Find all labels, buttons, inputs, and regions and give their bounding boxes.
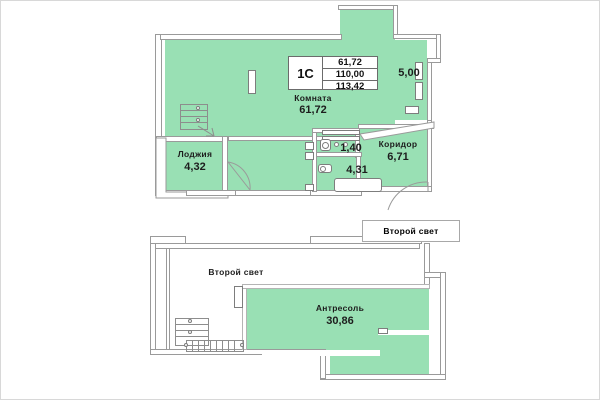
room-area-lodzhiya: 4,32 bbox=[184, 161, 206, 173]
wall-lower-left bbox=[150, 243, 156, 355]
wall-lodzhiya-bottom bbox=[186, 190, 236, 196]
fixture-bathtub bbox=[334, 178, 382, 192]
second-light-label-left: Второй свет bbox=[208, 267, 264, 277]
wall-right-notch bbox=[427, 58, 441, 63]
fixture-unit-5-00 bbox=[405, 106, 419, 114]
antresol-notch-right bbox=[378, 330, 430, 335]
fixture-cabinet-b bbox=[305, 152, 314, 160]
fixture-window-5-00 bbox=[415, 62, 423, 80]
wall-corridor-angled bbox=[359, 121, 435, 141]
fixture-wall-niche-komnata bbox=[248, 70, 256, 94]
room-area-antresol: 30,86 bbox=[326, 315, 354, 327]
stair-direction-arrow bbox=[197, 125, 215, 137]
area-value-living: 61,72 bbox=[338, 57, 362, 68]
stair-run-lower bbox=[186, 340, 244, 352]
wall-lower-bottom-right bbox=[320, 374, 446, 380]
fixture-sink-basin bbox=[320, 166, 326, 172]
wall-antresol-top bbox=[242, 284, 430, 289]
room-lodzhiya-fill bbox=[160, 142, 228, 194]
area-value-with-loggia: 113,42 bbox=[323, 80, 377, 92]
wall-top-komnata bbox=[160, 34, 342, 40]
room-antresol-fill-mid bbox=[246, 330, 378, 350]
fixture-antresol-opening bbox=[234, 286, 243, 308]
second-light-callout-right: Второй свет bbox=[362, 220, 460, 242]
door-swing-lodzhiya bbox=[227, 161, 251, 191]
wall-5-00-top bbox=[393, 34, 441, 39]
area-label-1-40: 1,40 bbox=[340, 142, 362, 154]
fixture-toilet-bowl bbox=[322, 142, 329, 149]
fixture-cabinet-a bbox=[305, 142, 314, 150]
wall-lower-right bbox=[424, 243, 430, 285]
room-label-antresol: Антресоль bbox=[315, 303, 365, 313]
room-antresol-fill-right bbox=[246, 288, 429, 334]
wall-top-right-stub bbox=[338, 5, 398, 10]
wall-lower-left-inner bbox=[166, 248, 170, 352]
fixture-antresol-rail bbox=[378, 328, 388, 334]
room-area-komnata: 61,72 bbox=[299, 104, 327, 116]
area-label-4-31: 4,31 bbox=[346, 164, 368, 176]
fixture-window-5-00-lower bbox=[415, 82, 423, 100]
apartment-summary-badge: 1C 61,72 110,00 113,42 bbox=[288, 56, 378, 92]
room-label-komnata: Комната bbox=[294, 93, 332, 103]
door-arc-corridor bbox=[387, 181, 429, 211]
wall-lower-top-left-cap bbox=[150, 236, 186, 244]
wall-bath-left bbox=[312, 132, 317, 192]
wall-lower-right-lower bbox=[440, 272, 446, 380]
fixture-cabinet-c bbox=[305, 184, 314, 191]
room-label-korridor: Коридор bbox=[378, 139, 418, 149]
room-label-lodzhiya: Лоджия bbox=[177, 149, 213, 159]
apartment-type-code: 1C bbox=[289, 57, 323, 89]
wall-right-upper-vertical bbox=[393, 5, 398, 37]
room-area-korridor: 6,71 bbox=[387, 151, 409, 163]
antresol-notch-bottom bbox=[262, 350, 380, 356]
second-light-callout-right-text: Второй свет bbox=[383, 226, 439, 236]
wall-lower-bottom-step bbox=[320, 349, 326, 379]
area-label-5-00: 5,00 bbox=[398, 67, 420, 79]
area-value-total: 110,00 bbox=[323, 68, 377, 80]
wall-bath-divider bbox=[316, 152, 362, 157]
apartment-area-values: 61,72 110,00 113,42 bbox=[323, 57, 377, 92]
